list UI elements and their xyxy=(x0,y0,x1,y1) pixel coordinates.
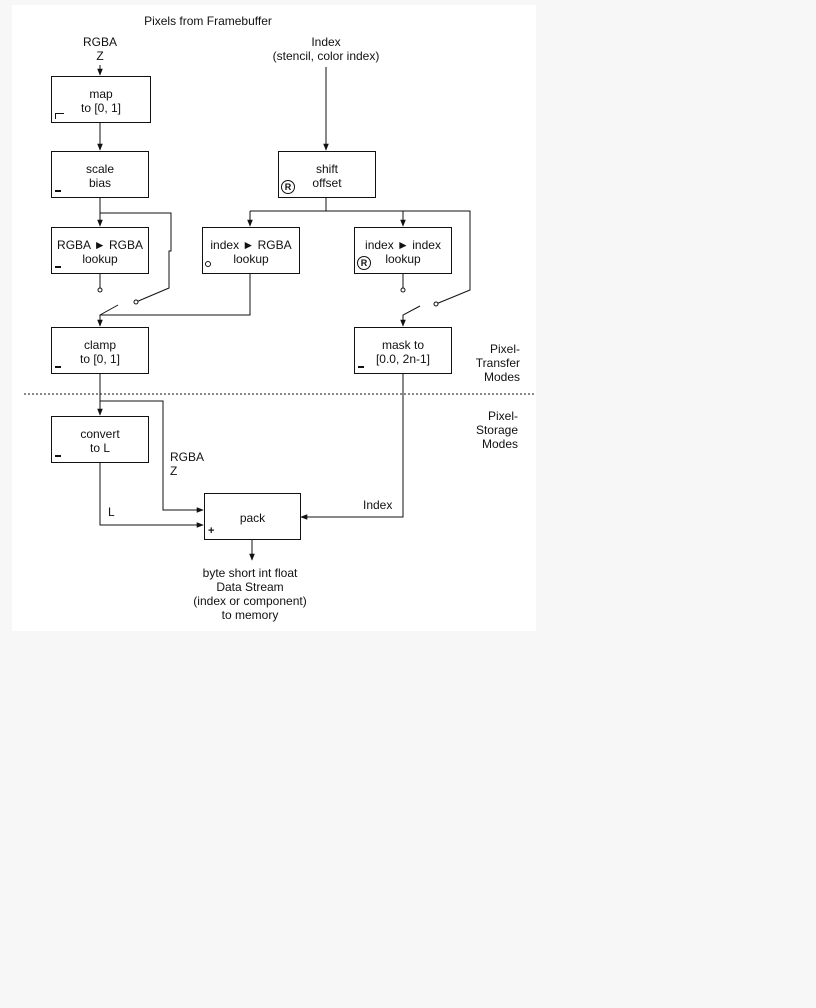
storage-modes-line1: Pixel- xyxy=(487,409,518,423)
transfer-modes-line1: Pixel- xyxy=(489,342,520,356)
dash-mark xyxy=(358,366,364,368)
box-rgba-lookup: RGBA ► RGBA lookup xyxy=(51,227,149,274)
plus-mark: + xyxy=(208,525,215,537)
dash-mark xyxy=(55,366,61,368)
edge-clamp-pack xyxy=(100,400,204,513)
input-z-label: Z xyxy=(96,49,104,63)
box-pack: pack + xyxy=(204,493,301,540)
box-shift-offset: shift offset R xyxy=(278,151,376,198)
edge-split-left xyxy=(250,210,471,305)
output-line4: to memory xyxy=(221,608,279,622)
dash-mark xyxy=(55,455,61,457)
input-index-detail: (stencil, color index) xyxy=(272,49,380,63)
diagram-title: Pixels from Framebuffer xyxy=(144,14,272,28)
registered-icon: R xyxy=(357,256,371,270)
storage-modes-line3: Modes xyxy=(481,437,518,451)
box-index-index-lookup: index ► index lookup R xyxy=(354,227,452,274)
dash-mark xyxy=(55,190,61,192)
box-index-rgba-lookup: index ► RGBA lookup xyxy=(202,227,300,274)
edge-mask-pack xyxy=(300,374,404,520)
registered-icon: R xyxy=(281,180,295,194)
circle-mark xyxy=(205,261,211,267)
input-rgba-label: RGBA xyxy=(82,35,118,49)
edge-label-z: Z xyxy=(170,464,178,478)
storage-modes-line2: Storage xyxy=(475,423,518,437)
transfer-modes-line3: Modes xyxy=(483,370,520,384)
edge-convert-pack xyxy=(99,463,204,528)
output-line3: (index or component) xyxy=(193,594,307,608)
dash-mark xyxy=(55,266,61,268)
output-line1: byte short int float xyxy=(202,566,298,580)
edge-label-l: L xyxy=(108,505,115,519)
box-scale-bias: scale bias xyxy=(51,151,149,198)
input-index-label: Index xyxy=(311,35,341,49)
edge-label-index: Index xyxy=(363,498,393,512)
box-clamp: clamp to [0, 1] xyxy=(51,327,149,374)
diagram-panel: Pixels from Framebuffer RGBA Z Index (st… xyxy=(12,5,536,631)
corner-mark xyxy=(55,113,64,119)
output-line2: Data Stream xyxy=(216,580,284,594)
diagram-connectors xyxy=(24,65,536,561)
box-convert: convert to L xyxy=(51,416,149,463)
edge-label-rgba: RGBA xyxy=(170,450,205,464)
edge-index-rgba-clamp xyxy=(100,274,251,316)
box-mask: mask to [0.0, 2n-1] xyxy=(354,327,452,374)
edge-switch-mask xyxy=(400,305,421,327)
transfer-modes-line2: Transfer xyxy=(475,356,520,370)
edge-scale-bypass xyxy=(100,212,172,303)
box-map: map to [0, 1] xyxy=(51,76,151,123)
